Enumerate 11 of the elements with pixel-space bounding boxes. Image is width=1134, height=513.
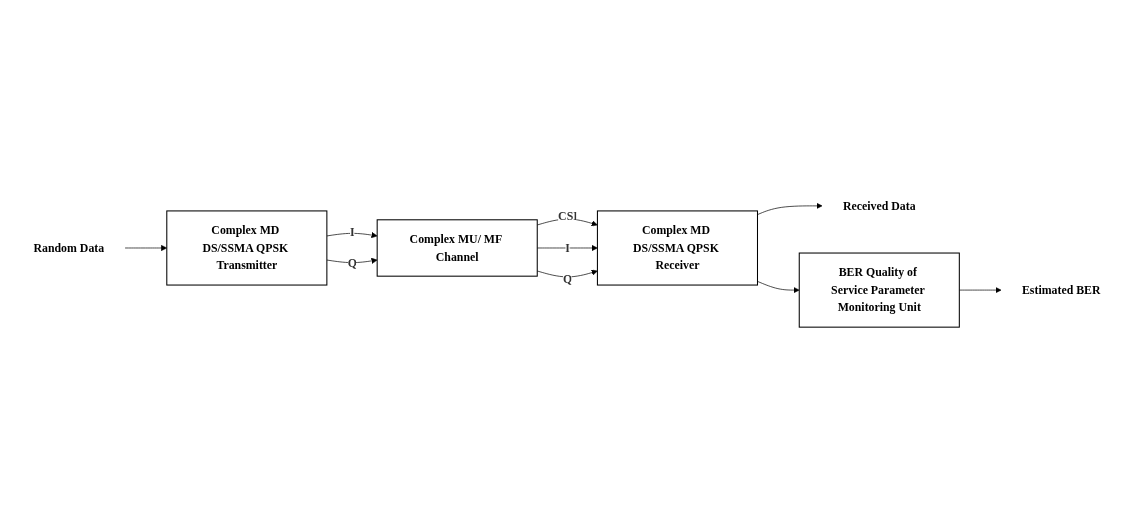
edge-label: Q — [347, 256, 357, 270]
node-text: Received Data — [842, 198, 916, 212]
edge-label: Q — [563, 272, 573, 286]
node-text: Estimated BER — [1021, 282, 1101, 297]
node-text: Random Data — [33, 240, 105, 255]
node-box: Complex MU/ MF Channel — [376, 218, 538, 277]
node-box: Complex MD DS/SSMA QPSK Transmitter — [166, 210, 328, 286]
edge-label: I — [565, 240, 570, 255]
node-box: BER Quality of Service Parameter Monitoring Unit — [798, 252, 960, 328]
node-box: Complex MD DS/SSMA QPSK Receiver — [596, 210, 758, 286]
edge-label: I — [350, 225, 355, 239]
